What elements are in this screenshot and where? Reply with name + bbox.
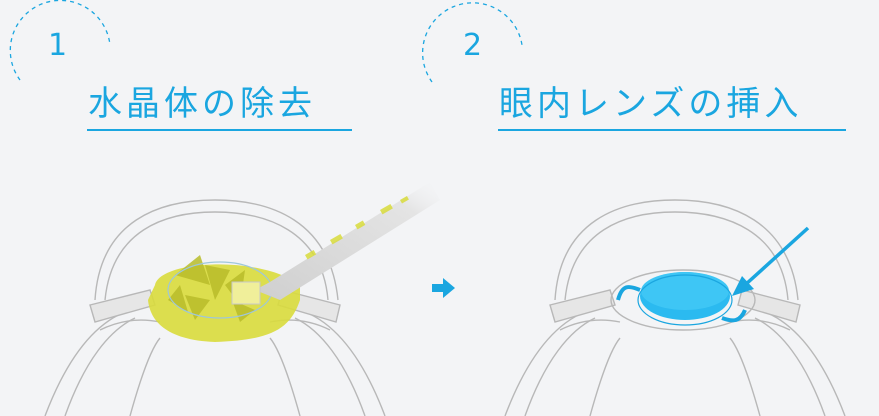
- eye-1: [44, 199, 386, 416]
- step-1-underline: [87, 129, 352, 131]
- step-1-dashed-arc: [9, 0, 111, 81]
- phaco-probe: [231, 182, 440, 305]
- step-2-dashed-arc: [422, 2, 523, 83]
- step-2-number: 2: [463, 28, 483, 63]
- step-1-number: 1: [48, 28, 68, 63]
- eye-1-lens-capsule: [148, 264, 300, 342]
- insertion-arrow: [732, 226, 810, 296]
- intraocular-lens: [616, 272, 747, 326]
- step-2-title: 眼内レンズの挿入: [499, 84, 803, 124]
- step-2-underline: [498, 129, 846, 131]
- eye-1-lens-fragments: [168, 255, 255, 322]
- eye-2: [504, 199, 846, 416]
- step-1-title: 水晶体の除去: [88, 84, 316, 124]
- next-arrow: [432, 278, 455, 298]
